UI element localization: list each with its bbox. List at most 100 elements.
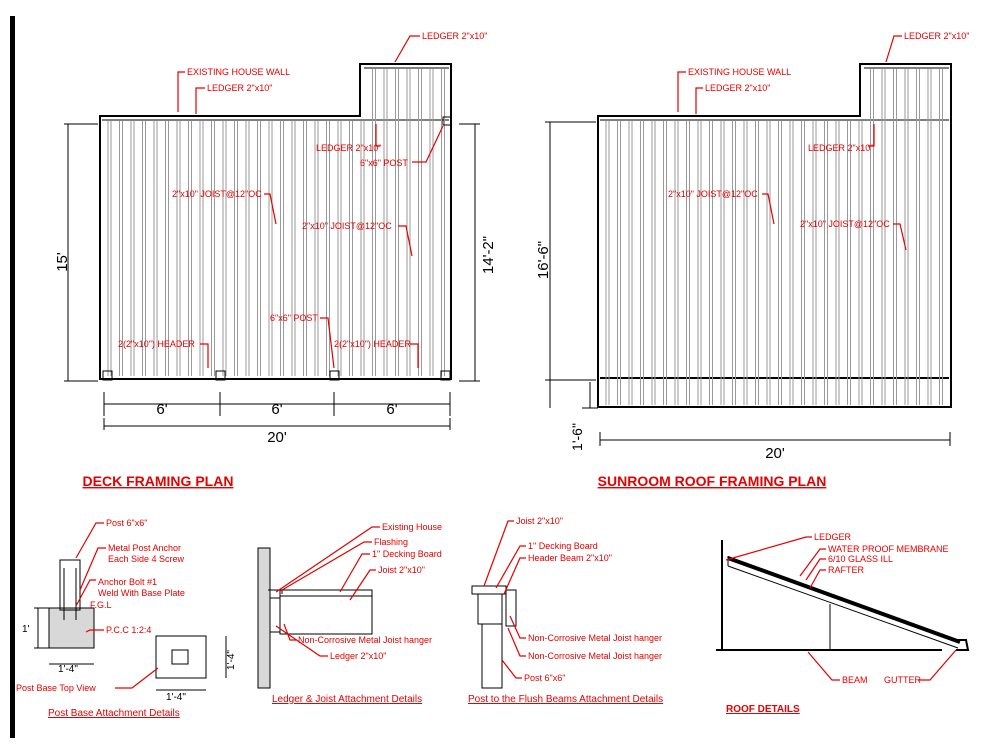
deck-plan-title: DECK FRAMING PLAN xyxy=(83,473,234,489)
label-joist: Joist 2"x10" xyxy=(378,565,425,575)
ledger-board xyxy=(269,597,281,633)
label-glass: 6/10 GLASS ILL xyxy=(828,554,893,564)
dim-1: 1' xyxy=(22,624,30,635)
joist-board xyxy=(279,595,373,635)
dim-6b: 6' xyxy=(271,401,282,418)
callout-leader xyxy=(283,623,296,641)
deck-post xyxy=(215,370,226,381)
callout-ledger-top: LEDGER 2"x10" xyxy=(422,31,487,41)
callout-joist-2: 2"x10" JOIST@12"OC xyxy=(302,221,392,231)
label-ledger: LEDGER xyxy=(814,532,852,542)
callout-leader xyxy=(893,223,907,251)
label-joist: Joist 2"x10" xyxy=(516,516,563,526)
post-beam-title: Post to the Flush Beams Attachment Detai… xyxy=(468,694,663,705)
callout-ledger-top: LEDGER 2"x10" xyxy=(904,31,969,41)
label-anchor2: Each Side 4 Screw xyxy=(108,554,185,564)
callout-existing-wall: EXISTING HOUSE WALL xyxy=(187,67,290,77)
dim-1-6: 1'-6" xyxy=(569,423,585,451)
gutter xyxy=(956,639,970,651)
joist-end xyxy=(505,589,517,627)
callout-leader xyxy=(495,545,526,589)
callout-leader xyxy=(410,343,419,368)
callout-leader xyxy=(762,193,775,225)
callout-leader xyxy=(503,557,526,595)
callout-ledger-mid: LEDGER 2"x10" xyxy=(705,83,770,93)
label-decking: 1" Decking Board xyxy=(528,541,598,551)
callout-leader xyxy=(264,193,277,225)
callout-leader xyxy=(807,651,840,681)
deck-framing-plan: 15' 14'-2" 6' 6' 6' 20' LEDGER 2"x10" EX… xyxy=(54,31,497,489)
callout-leader xyxy=(868,124,875,147)
header-beam xyxy=(477,593,503,625)
callout-leader xyxy=(339,553,370,593)
callout-leader xyxy=(320,317,335,369)
sheet-border xyxy=(10,16,15,738)
roof-plan-title: SUNROOM ROOF FRAMING PLAN xyxy=(598,473,827,489)
label-gutter: GUTTER xyxy=(884,675,921,685)
deck-post xyxy=(442,116,452,126)
deck-joists xyxy=(107,69,445,376)
callout-leader xyxy=(79,547,106,591)
callout-header-1: 2(2"x10") HEADER xyxy=(118,339,195,349)
house-wall xyxy=(257,547,271,689)
callout-post-mid: 6"x6" POST xyxy=(270,313,318,323)
callout-leader xyxy=(115,667,159,689)
callout-leader xyxy=(75,579,96,607)
decking-board xyxy=(279,589,373,597)
deck-post xyxy=(440,370,451,381)
label-rafter: RAFTER xyxy=(828,565,865,575)
callout-leader xyxy=(195,87,205,114)
label-anchor: Metal Post Anchor xyxy=(108,543,181,553)
callout-existing-wall: EXISTING HOUSE WALL xyxy=(688,67,791,77)
post-base-top-view xyxy=(155,635,207,679)
callout-post-top: 6"x6" POST xyxy=(360,158,408,168)
dim-1-4b: 1'-4" xyxy=(226,650,237,670)
callout-leader xyxy=(200,343,209,368)
callout-leader xyxy=(799,548,826,577)
label-post: Post 6"x6" xyxy=(524,673,565,683)
callout-joist-2: 2"x10" JOIST@12"OC xyxy=(800,219,890,229)
label-hanger: Non-Corrosive Metal Joist hanger xyxy=(298,635,432,645)
label-decking: 1" Decking Board xyxy=(372,549,442,559)
label-flashing: Flashing xyxy=(374,537,408,547)
callout-leader xyxy=(275,526,380,593)
dim-6a: 6' xyxy=(156,401,167,418)
callout-leader xyxy=(695,87,703,114)
dim-20: 20' xyxy=(765,445,785,462)
ledger-joist-detail: Existing House Flashing 1" Decking Board… xyxy=(257,522,442,705)
callout-leader xyxy=(483,520,514,587)
concrete-footing xyxy=(48,607,95,649)
post-6x6 xyxy=(59,559,81,611)
callout-leader xyxy=(507,627,526,657)
label-fgl: F.G.L xyxy=(90,600,112,610)
roof-framing-plan: 16'-6" 1'-6" 20' LEDGER 2"x10" EXISTING … xyxy=(535,31,969,489)
deck-outline xyxy=(99,63,452,380)
callout-ledger-right: LEDGER 2"x10" xyxy=(808,143,873,153)
callout-joist-1: 2"x10" JOIST@12"OC xyxy=(172,189,262,199)
callout-leader xyxy=(501,659,522,679)
roof-detail: LEDGER WATER PROOF MEMBRANE 6/10 GLASS I… xyxy=(716,532,970,715)
decking-board xyxy=(471,585,507,595)
label-top-view: Post Base Top View xyxy=(16,683,96,693)
roof-rafter xyxy=(727,556,961,644)
deck-post xyxy=(102,370,113,381)
post-top-view-square xyxy=(171,649,189,665)
label-house: Existing House xyxy=(382,522,442,532)
label-hanger1: Non-Corrosive Metal Joist hanger xyxy=(528,633,662,643)
post xyxy=(481,623,503,689)
label-hanger2: Non-Corrosive Metal Joist hanger xyxy=(528,651,662,661)
roof-underside xyxy=(727,565,959,649)
label-ledger: Ledger 2"x10" xyxy=(330,651,386,661)
roof-joists xyxy=(605,69,943,405)
callout-leader xyxy=(509,615,526,639)
label-beam: BEAM xyxy=(842,675,868,685)
dim-6c: 6' xyxy=(386,401,397,418)
callout-leader xyxy=(805,558,826,581)
callout-leader xyxy=(677,71,686,112)
callout-leader xyxy=(349,569,376,601)
callout-leader xyxy=(398,225,413,257)
callout-leader xyxy=(281,541,372,591)
callout-leader xyxy=(918,649,957,681)
callout-leader xyxy=(725,536,812,561)
